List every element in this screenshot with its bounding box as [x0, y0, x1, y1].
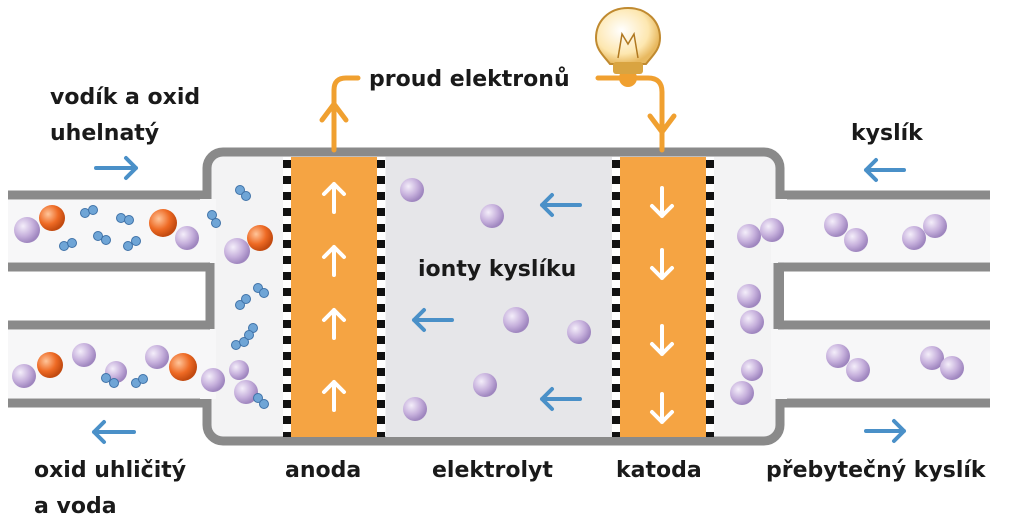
excess-oxygen-label: přebytečný kyslík: [766, 458, 987, 483]
oxygen-inflow-arrow: [864, 158, 906, 182]
oxygen-ions-label: ionty kyslíku: [418, 257, 576, 282]
oxygen-in-label: kyslík: [851, 121, 924, 146]
ion-arrow-middle: [412, 308, 454, 332]
fuel-in-label-line2: uhelnatý: [50, 121, 159, 146]
exhaust-label-line1: oxid uhličitý: [34, 458, 186, 483]
air-side-molecules: [730, 213, 964, 405]
fuel-inflow-arrow: [94, 156, 138, 180]
light-bulb-icon: [594, 6, 662, 74]
flow-arrows: [92, 156, 906, 444]
anode-up-arrows: [322, 182, 346, 412]
cathode-down-arrows: [650, 186, 674, 424]
oxygen-ions: [400, 178, 591, 421]
fuel-in-label-line1: vodík a oxid: [50, 85, 200, 110]
exhaust-outflow-arrow: [92, 420, 136, 444]
electron-current-label: proud elektronů: [369, 67, 570, 92]
cathode: [612, 157, 714, 437]
excess-oxygen-outflow-arrow: [864, 419, 906, 443]
anode: [283, 157, 385, 437]
anode-label: anoda: [285, 458, 361, 483]
ion-arrow-bottom: [540, 387, 582, 411]
cathode-label: katoda: [616, 458, 702, 483]
exhaust-label-line2: a voda: [34, 494, 117, 519]
hydrogen-molecules: [59, 185, 269, 409]
fuel-side-molecules: [12, 205, 273, 404]
ion-arrow-top: [540, 193, 582, 217]
electron-current-path: [319, 75, 677, 153]
electrolyte-label: elektrolyt: [432, 458, 553, 483]
